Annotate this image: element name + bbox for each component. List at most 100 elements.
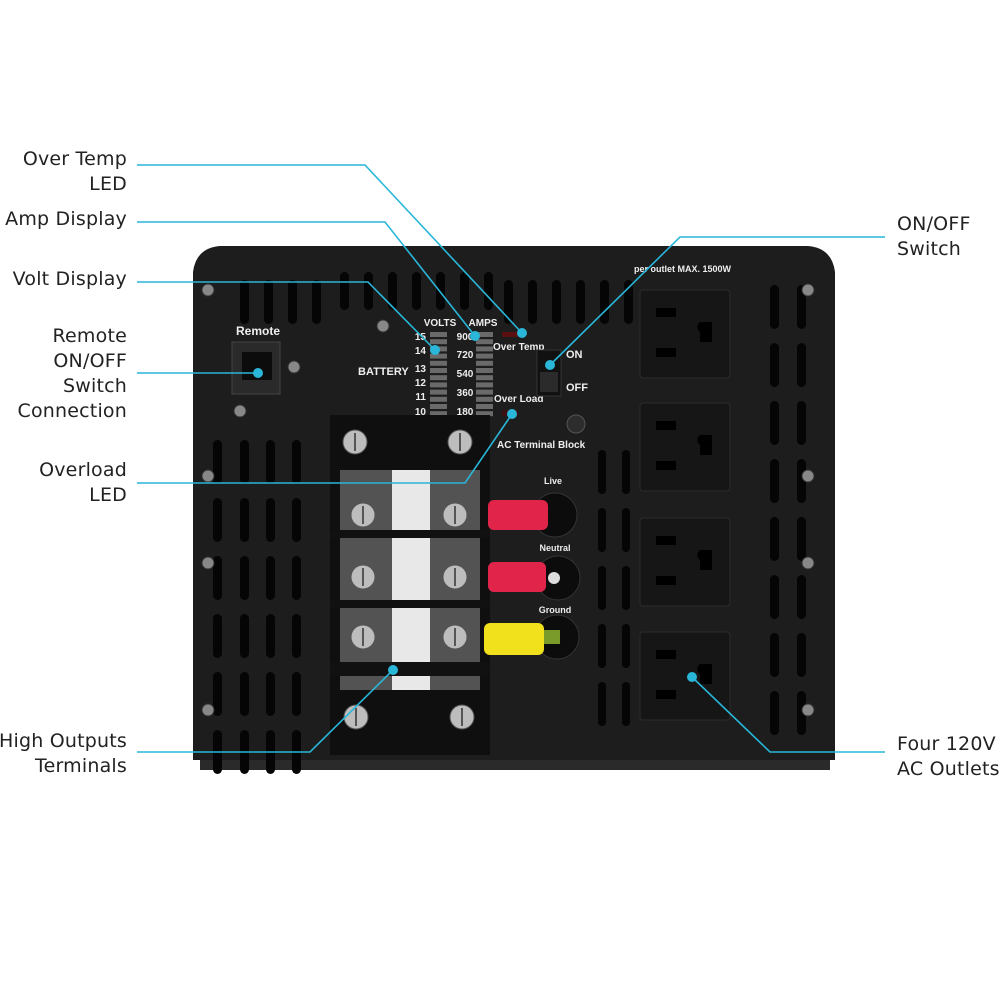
- vent-slot: [598, 566, 606, 610]
- vent-slot: [388, 272, 397, 310]
- vent-slot: [622, 566, 630, 610]
- vent-slot: [797, 401, 806, 445]
- callout-on-off-switch: ON/OFF Switch: [897, 212, 971, 262]
- volt-tick: 15: [415, 332, 427, 343]
- amp-led-segment: [476, 404, 493, 409]
- off-label: OFF: [566, 382, 588, 394]
- vent-slot: [213, 672, 222, 716]
- ac-outlet: [639, 631, 731, 721]
- volt-led-segment: [430, 404, 447, 409]
- vent-slot: [292, 440, 301, 484]
- ac-terminal-label: AC Terminal Block: [497, 440, 586, 451]
- vent-slot: [598, 682, 606, 726]
- outlet-slot: [656, 576, 676, 585]
- on-label: ON: [566, 349, 583, 361]
- outlet-ground-hole: [697, 322, 712, 342]
- amp-tick: 180: [457, 407, 474, 418]
- vent-slots: [213, 272, 806, 774]
- callout-text: Overload: [39, 459, 127, 481]
- vent-slot: [340, 272, 349, 310]
- callout-lines: [137, 164, 885, 753]
- volt-led-segment: [430, 382, 447, 388]
- callout-line-outlets: [691, 676, 885, 753]
- screw-icon: [201, 556, 215, 570]
- volt-tick: 12: [415, 378, 427, 389]
- amp-led-segment: [476, 360, 493, 366]
- neutral-label: Neutral: [539, 543, 570, 553]
- vent-slot: [770, 401, 779, 445]
- callout-text: Remote: [52, 325, 127, 347]
- vent-slot: [797, 691, 806, 735]
- led-meters: [430, 332, 493, 417]
- live-label: Live: [544, 476, 562, 486]
- vent-slot: [622, 450, 630, 494]
- volt-tick: 10: [415, 407, 427, 418]
- outlet-ground-hole: [697, 550, 712, 570]
- callout-line-on-off: [549, 236, 885, 366]
- callout-text: ON/OFF: [897, 213, 971, 235]
- callout-remote-connection: Remote ON/OFF Switch Connection: [17, 324, 127, 424]
- vent-slot: [213, 556, 222, 600]
- vent-slot: [797, 633, 806, 677]
- vent-slot: [598, 450, 606, 494]
- terminal-screws: [342, 429, 475, 730]
- amp-led-segment: [476, 375, 493, 381]
- callout-text: Amp Display: [5, 208, 127, 230]
- vent-slot: [288, 280, 297, 324]
- vent-slot: [412, 272, 421, 310]
- volt-tick: 11: [415, 392, 426, 403]
- screw-icon: [801, 283, 815, 297]
- vent-slot: [770, 691, 779, 735]
- callout-text: Volt Display: [12, 268, 127, 290]
- outlet-slot: [656, 690, 676, 699]
- vent-slot: [240, 440, 249, 484]
- volt-tick: 13: [415, 364, 427, 375]
- vent-slot: [264, 280, 273, 324]
- callout-text: LED: [89, 484, 127, 506]
- vent-slot: [598, 624, 606, 668]
- outlet-slot: [656, 421, 676, 430]
- ac-outlet: [639, 517, 731, 607]
- vent-slot: [528, 280, 537, 324]
- callout-text: Connection: [17, 400, 127, 422]
- callout-line-amp-display: [137, 221, 476, 337]
- volt-tick: 14: [415, 346, 427, 357]
- volt-led-segment: [430, 353, 447, 359]
- vent-slot: [797, 285, 806, 329]
- callout-text: Switch: [62, 375, 127, 397]
- vent-slot: [312, 280, 321, 324]
- vent-slot: [292, 556, 301, 600]
- vent-slot: [240, 556, 249, 600]
- vent-slot: [240, 672, 249, 716]
- vent-slot: [770, 343, 779, 387]
- vent-slot: [622, 508, 630, 552]
- vent-slot: [292, 498, 301, 542]
- outlet-slot: [656, 650, 676, 659]
- vent-slot: [213, 614, 222, 658]
- callout-text: Four 120V: [897, 733, 996, 755]
- vent-slot: [240, 280, 249, 324]
- outlet-rating: per outlet MAX. 1500W: [634, 264, 732, 274]
- ac-outlet: [639, 402, 731, 492]
- amp-led-segment: [476, 353, 493, 359]
- vent-slot: [213, 440, 222, 484]
- over-temp-led: [502, 332, 518, 337]
- vent-slot: [240, 614, 249, 658]
- callout-dots: [253, 328, 697, 682]
- vent-slot: [436, 272, 445, 310]
- amp-led-segment: [476, 389, 493, 395]
- screw-icon: [201, 469, 215, 483]
- callout-volt-display: Volt Display: [13, 267, 127, 292]
- volt-led-segment: [430, 389, 447, 395]
- volt-led-segment: [430, 332, 447, 337]
- callout-line-volt-display: [137, 281, 436, 351]
- screw-icon: [376, 319, 390, 333]
- vent-slot: [770, 633, 779, 677]
- volts-label: VOLTS: [424, 318, 457, 329]
- amps-label: AMPS: [469, 318, 498, 329]
- amp-tick: 720: [457, 350, 474, 361]
- volt-led-segment: [430, 396, 447, 402]
- callout-line-overload: [137, 413, 513, 484]
